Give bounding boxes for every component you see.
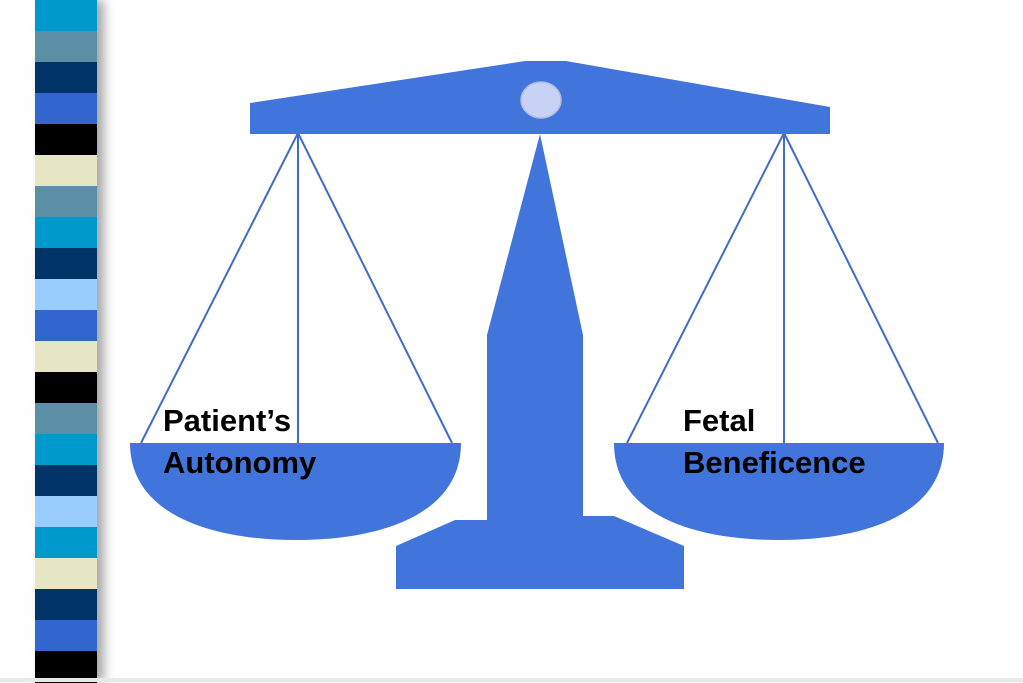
right-pan-label: Fetal Beneficence — [683, 400, 866, 484]
right-pan-strings — [626, 132, 939, 444]
right-pan-label-line-1: Fetal — [683, 403, 756, 438]
stripe-segment — [35, 248, 97, 280]
stripe-segment — [35, 620, 97, 652]
left-pan-label: Patient’s Autonomy — [163, 400, 316, 484]
stripe-segment — [35, 279, 97, 311]
left-pan-label-line-2: Autonomy — [163, 445, 317, 480]
stripe-segment — [35, 186, 97, 218]
stripe-segment — [35, 403, 97, 435]
left-pan-label-line-1: Patient’s — [163, 403, 292, 438]
scale-column-and-base — [396, 134, 684, 589]
stripe-segment — [35, 310, 97, 342]
stripe-segment — [35, 589, 97, 621]
bottom-divider — [0, 678, 1023, 682]
decorative-stripe-bar — [35, 0, 97, 683]
stripe-segment — [35, 0, 97, 32]
stripe-segment — [35, 434, 97, 466]
stripe-segment — [35, 341, 97, 373]
stripe-segment — [35, 93, 97, 125]
left-pan-strings — [140, 132, 453, 444]
stripe-segment — [35, 62, 97, 94]
stripe-segment — [35, 124, 97, 156]
stripe-segment — [35, 465, 97, 497]
pivot-knob — [520, 81, 562, 119]
stripe-segment — [35, 372, 97, 404]
stripe-segment — [35, 217, 97, 249]
right-scale-pan — [614, 443, 944, 540]
stripe-segment — [35, 496, 97, 528]
stripe-segment — [35, 527, 97, 559]
right-pan-label-line-2: Beneficence — [683, 445, 866, 480]
stripe-segment — [35, 155, 97, 187]
stripe-segment — [35, 558, 97, 590]
stripe-segment — [35, 651, 97, 683]
stripe-segment — [35, 31, 97, 63]
left-scale-pan — [130, 443, 461, 540]
